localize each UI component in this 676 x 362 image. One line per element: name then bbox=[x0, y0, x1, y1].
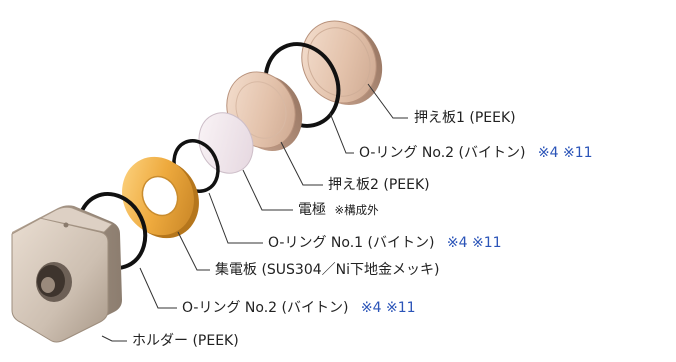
label-collector-plate-text: 集電板 (SUS304／Ni下地金メッキ) bbox=[215, 262, 440, 278]
press-plate-1 bbox=[301, 20, 383, 105]
label-collector-plate: 集電板 (SUS304／Ni下地金メッキ) bbox=[215, 262, 439, 278]
holder bbox=[11, 205, 122, 343]
label-electrode-note: ※構成外 bbox=[334, 203, 379, 217]
label-o-ring-no2-top-text: O-リング No.2 (バイトン) bbox=[359, 145, 526, 161]
label-o-ring-no1-text: O-リング No.1 (バイトン) bbox=[268, 235, 435, 251]
label-press-plate-2: 押え板2 (PEEK) bbox=[328, 177, 430, 193]
label-o-ring-no2-bottom: O-リング No.2 (バイトン) ※4 ※11 bbox=[182, 300, 416, 316]
label-holder: ホルダー (PEEK) bbox=[132, 333, 239, 349]
label-o-ring-no1-note: ※4 ※11 bbox=[446, 235, 502, 251]
label-holder-text: ホルダー (PEEK) bbox=[132, 333, 239, 349]
label-o-ring-no2-top: O-リング No.2 (バイトン) ※4 ※11 bbox=[359, 145, 593, 161]
label-electrode: 電極 ※構成外 bbox=[298, 202, 379, 218]
label-o-ring-no2-top-note: ※4 ※11 bbox=[537, 145, 593, 161]
label-press-plate-1-text: 押え板1 (PEEK) bbox=[414, 110, 516, 126]
electrode bbox=[198, 112, 254, 174]
label-o-ring-no1: O-リング No.1 (バイトン) ※4 ※11 bbox=[268, 235, 502, 251]
label-press-plate-2-text: 押え板2 (PEEK) bbox=[328, 177, 430, 193]
label-o-ring-no2-bottom-text: O-リング No.2 (バイトン) bbox=[182, 300, 349, 316]
label-o-ring-no2-bottom-note: ※4 ※11 bbox=[360, 300, 416, 316]
leader-lines bbox=[101, 83, 408, 342]
label-electrode-text: 電極 bbox=[298, 202, 326, 218]
label-press-plate-1: 押え板1 (PEEK) bbox=[414, 110, 516, 126]
